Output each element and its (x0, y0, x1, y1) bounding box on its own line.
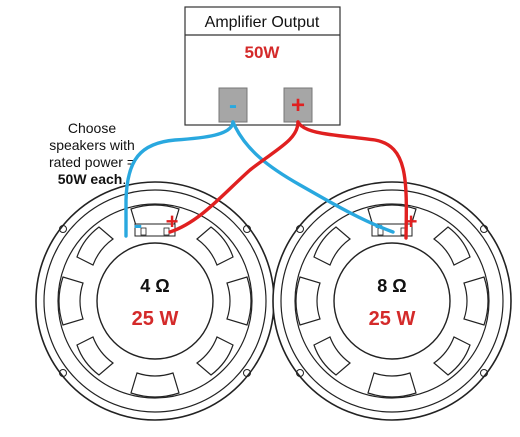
note-line-4: 50W each (57, 171, 123, 187)
note-line-1: Choose (67, 120, 117, 136)
amplifier-box: Amplifier Output 50W - + (184, 6, 341, 126)
speaker-left-power: 25 W (132, 308, 179, 330)
wire-negative-right (231, 120, 395, 234)
speaker-left-positive-symbol: + (166, 209, 179, 234)
note-line-4-suffix: . (122, 171, 127, 187)
speaker-left: - + 4 Ω 25 W (35, 181, 275, 421)
speaker-left-negative-symbol: - (134, 209, 143, 239)
note-line-2: speakers with (49, 137, 135, 153)
wire-positive-right (296, 120, 409, 240)
amplifier-power: 50W (245, 43, 281, 62)
amplifier-positive-symbol: + (291, 92, 305, 119)
amplifier-negative-symbol: - (229, 92, 237, 119)
wire-negative-left (124, 120, 235, 238)
power-rating-note: Choose speakers with rated power = 50W e… (22, 120, 162, 188)
speaker-right-power: 25 W (369, 308, 416, 330)
speaker-left-impedance: 4 Ω (140, 276, 169, 296)
note-line-3: rated power = (49, 154, 135, 170)
speaker-right-impedance: 8 Ω (377, 276, 406, 296)
wire-positive-left (168, 120, 300, 234)
amplifier-positive-terminal (283, 87, 313, 123)
wires (124, 120, 409, 240)
amplifier-title: Amplifier Output (205, 14, 320, 31)
speaker-right: - + 8 Ω 25 W (272, 181, 512, 421)
speaker-right-negative-symbol: - (375, 209, 384, 239)
